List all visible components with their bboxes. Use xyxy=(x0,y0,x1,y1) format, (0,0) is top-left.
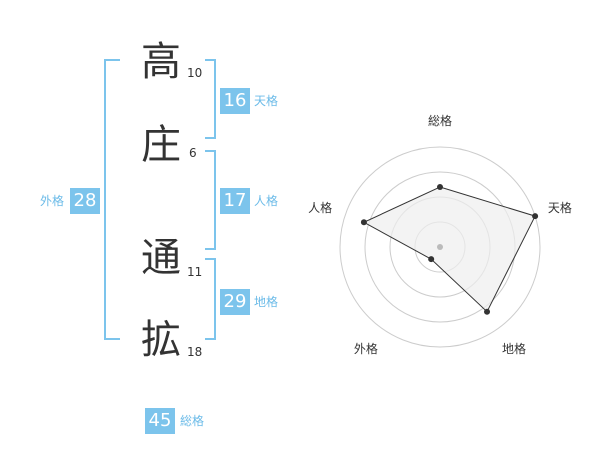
radar-point-4 xyxy=(428,256,435,263)
tenkaku-value: 16 xyxy=(220,88,250,114)
soukaku-label: 総格 xyxy=(180,414,205,428)
radar-point-1 xyxy=(437,184,443,190)
name-char-3: 通 xyxy=(141,235,181,281)
radar-area xyxy=(362,186,536,313)
gaikaku-label: 外格 xyxy=(40,194,65,208)
radar-point-2 xyxy=(532,213,539,220)
gaikaku-bracket xyxy=(104,59,120,340)
radar-point-3 xyxy=(484,308,491,315)
chikaku-bracket xyxy=(205,258,216,340)
radar-ring xyxy=(339,146,541,348)
name-char-2: 庄 xyxy=(141,122,181,168)
name-char-4: 拡 xyxy=(141,317,181,363)
radar-axis-label: 総格 xyxy=(428,113,452,128)
radar-center xyxy=(437,244,443,250)
jinkaku-value: 17 xyxy=(220,188,250,214)
radar-axis-label: 外格 xyxy=(354,341,378,356)
radar-axis-label: 天格 xyxy=(548,200,572,215)
tenkaku-bracket xyxy=(205,59,216,139)
gaikaku-value: 28 xyxy=(70,188,100,214)
jinkaku-label: 人格 xyxy=(254,194,279,208)
radar-point-5 xyxy=(360,219,367,226)
chikaku-value: 29 xyxy=(220,289,250,315)
jinkaku-bracket xyxy=(205,150,216,250)
tenkaku-label: 天格 xyxy=(254,94,279,108)
radar-axis-label: 地格 xyxy=(502,341,526,356)
stroke-count-1: 10 xyxy=(187,66,203,80)
stroke-count-3: 11 xyxy=(187,265,203,279)
stroke-count-4: 18 xyxy=(187,345,203,359)
chikaku-label: 地格 xyxy=(254,295,279,309)
name-char-1: 高 xyxy=(141,39,181,85)
stroke-count-2: 6 xyxy=(189,146,197,160)
soukaku-value: 45 xyxy=(145,408,175,434)
radar-axis-label: 人格 xyxy=(308,200,332,215)
